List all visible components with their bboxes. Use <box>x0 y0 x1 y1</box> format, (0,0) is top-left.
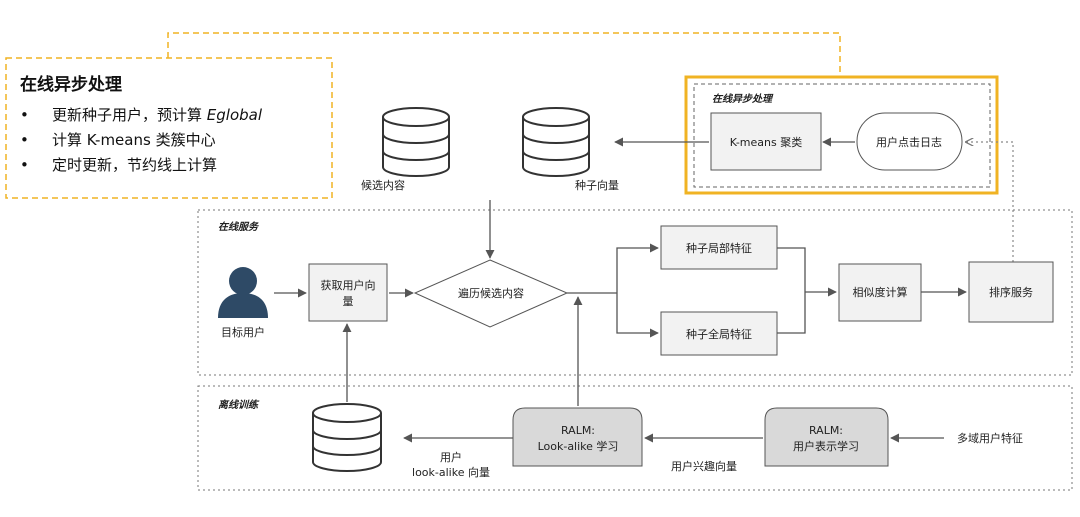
arrow-to-global <box>616 293 659 338</box>
note-bullet: • <box>20 106 29 124</box>
ralm-repr-label-line1: RALM: <box>809 424 843 437</box>
get-vector-label-line2: 量 <box>343 295 354 308</box>
offline-section <box>197 385 1073 491</box>
online-section <box>197 209 1073 376</box>
candidate-database-icon <box>382 107 450 177</box>
traverse-decision-node: 遍历候选内容 <box>413 259 569 328</box>
user-db-label-line2: look-alike 向量 <box>412 465 490 479</box>
ralm-lookalike-label-line2: Look-alike 学习 <box>538 439 619 453</box>
note-title: 在线异步处理 <box>20 74 122 95</box>
rank-node: 排序服务 <box>968 261 1054 323</box>
kmeans-label: K-means 聚类 <box>730 135 802 149</box>
arrow-to-local <box>616 243 659 293</box>
seed-db-label: 种子向量 <box>575 178 619 192</box>
note-connector <box>167 32 841 78</box>
traverse-label: 遍历候选内容 <box>458 286 524 300</box>
section-label-offline: 离线训练 <box>218 399 260 411</box>
click-log-label: 用户点击日志 <box>876 135 942 149</box>
get-vector-label-line1: 获取用户向 <box>321 278 376 292</box>
ralm-representation-node: RALM: 用户表示学习 <box>764 407 889 467</box>
target-user-label: 目标用户 <box>221 325 265 339</box>
seed-global-node: 种子全局特征 <box>660 311 778 356</box>
note-item-2: 计算 K-means 类簇中心 <box>52 131 216 149</box>
section-label-online: 在线服务 <box>218 221 260 233</box>
interest-vector-label: 用户兴趣向量 <box>671 459 737 473</box>
get-vector-node: 获取用户向 量 <box>308 263 388 322</box>
ralm-repr-label-line2: 用户表示学习 <box>793 439 859 453</box>
ralm-lookalike-label-line1: RALM: <box>561 424 595 437</box>
seed-local-label: 种子局部特征 <box>686 241 752 255</box>
section-label-async: 在线异步处理 <box>712 93 774 105</box>
kmeans-node: K-means 聚类 <box>710 112 822 171</box>
connector-global-merge <box>777 292 806 334</box>
similarity-node: 相似度计算 <box>838 263 922 322</box>
seed-database-icon <box>522 107 590 177</box>
seed-global-label: 种子全局特征 <box>686 327 752 341</box>
rank-label: 排序服务 <box>989 285 1033 299</box>
click-log-node: 用户点击日志 <box>856 112 963 171</box>
candidate-db-label: 候选内容 <box>361 178 405 192</box>
similarity-label: 相似度计算 <box>853 285 908 299</box>
ralm-lookalike-node: RALM: Look-alike 学习 <box>512 407 643 467</box>
seed-local-node: 种子局部特征 <box>660 225 778 270</box>
note-item-3: 定时更新，节约线上计算 <box>52 156 217 174</box>
arrow-rank-to-log <box>966 142 1014 262</box>
user-vector-database-icon <box>312 403 382 472</box>
note-bullet: • <box>20 131 29 149</box>
connector-local-merge <box>777 247 806 292</box>
async-note-box: 在线异步处理 • 更新种子用户，预计算 Eglobal • 计算 K-means… <box>5 57 333 199</box>
user-icon <box>218 267 268 318</box>
note-item-1: 更新种子用户，预计算 Eglobal <box>52 106 263 124</box>
user-db-label-line1: 用户 <box>440 450 462 464</box>
multi-domain-features-label: 多域用户特征 <box>957 431 1023 445</box>
note-bullet: • <box>20 156 29 174</box>
